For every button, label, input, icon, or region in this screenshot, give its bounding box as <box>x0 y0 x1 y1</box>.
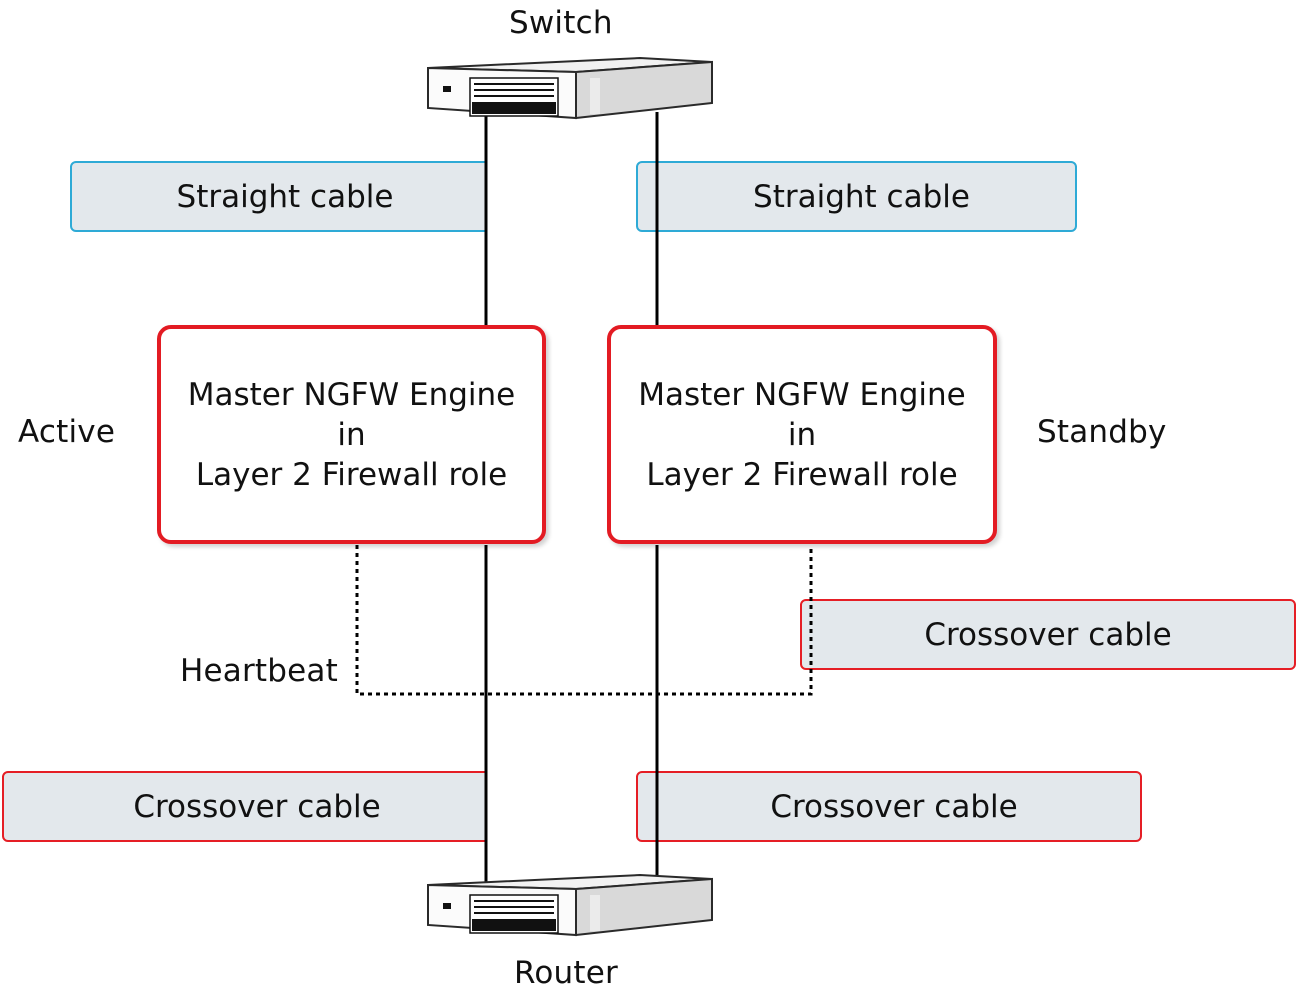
line-gap-bottom <box>486 768 636 846</box>
cable-label-text: Crossover cable <box>770 788 1018 825</box>
router-icon <box>427 873 713 937</box>
engine-in: in <box>337 416 366 453</box>
switch-label: Switch <box>509 5 613 41</box>
straight-cable-left-label: Straight cable <box>70 161 510 232</box>
active-state-label: Active <box>18 414 116 450</box>
cable-label-text: Crossover cable <box>133 788 381 825</box>
engine-title: Master NGFW Engine <box>187 376 516 413</box>
crossover-cable-left-label: Crossover cable <box>2 771 512 842</box>
cable-label-text: Crossover cable <box>924 616 1172 653</box>
line-gap-top <box>486 158 636 236</box>
heartbeat-line <box>355 545 813 696</box>
engine-role: Layer 2 Firewall role <box>195 456 508 493</box>
cable-label-text: Straight cable <box>176 178 394 215</box>
heartbeat-label: Heartbeat <box>180 653 338 689</box>
standby-state-label: Standby <box>1037 414 1167 450</box>
switch-icon <box>427 56 713 120</box>
straight-cable-right-label: Straight cable <box>636 161 1077 232</box>
standby-engine-box: Master NGFW Engine in Layer 2 Firewall r… <box>607 325 997 544</box>
engine-role: Layer 2 Firewall role <box>646 456 958 493</box>
crossover-cable-heartbeat-label: Crossover cable <box>800 599 1296 670</box>
engine-title: Master NGFW Engine <box>638 376 966 413</box>
crossover-cable-right-label: Crossover cable <box>636 771 1142 842</box>
cable-label-text: Straight cable <box>753 178 970 215</box>
engine-in: in <box>787 416 817 453</box>
router-label: Router <box>514 955 618 991</box>
active-engine-box: Master NGFW Engine in Layer 2 Firewall r… <box>157 325 546 544</box>
